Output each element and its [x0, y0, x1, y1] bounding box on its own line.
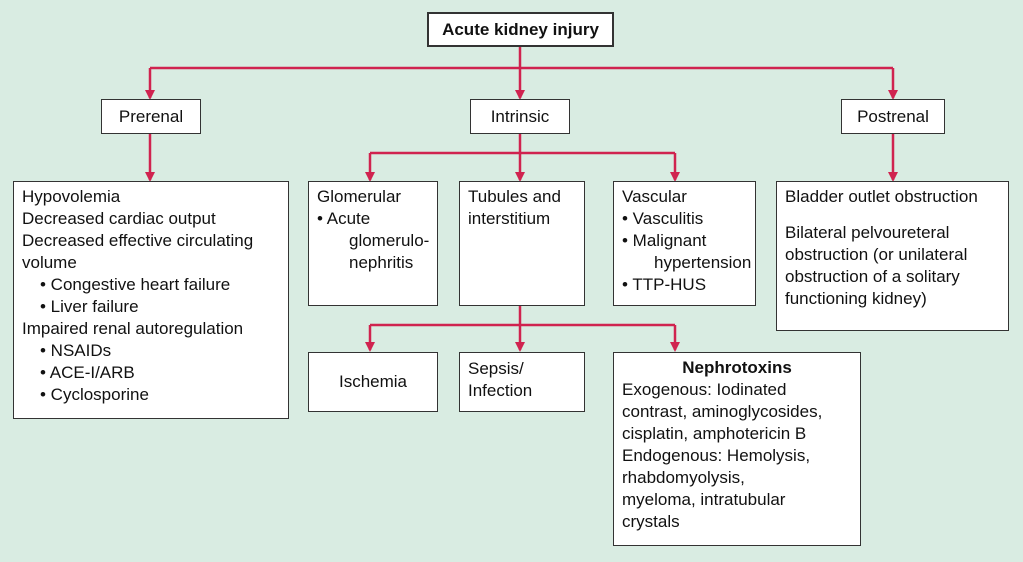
prerenal-item: Impaired renal autoregulation: [22, 319, 244, 338]
prerenal-item: Hypovolemia: [22, 187, 121, 206]
nephrotoxins-box: Nephrotoxins Exogenous: Iodinated contra…: [613, 352, 861, 546]
postrenal-detail-box: Bladder outlet obstruction Bilateral pel…: [776, 181, 1009, 331]
vascular-title: Vascular: [622, 187, 687, 206]
sepsis-label: Sepsis/: [468, 359, 524, 378]
nephrotoxins-item: contrast, aminoglycosides,: [622, 402, 823, 421]
vascular-item: • Malignant: [622, 231, 707, 250]
nephrotoxins-item: cisplatin, amphotericin B: [622, 424, 807, 443]
intrinsic-label: Intrinsic: [490, 106, 550, 126]
sepsis-label: Infection: [468, 381, 533, 400]
prerenal-detail-box: Hypovolemia Decreased cardiac output Dec…: [13, 181, 289, 419]
prerenal-subitem: • Congestive heart failure: [40, 275, 231, 294]
postrenal-item: Bilateral pelvoureteral: [785, 223, 950, 242]
glomerular-item-cont: nephritis: [349, 253, 414, 272]
prerenal-subitem: • Liver failure: [40, 297, 139, 316]
root-node: Acute kidney injury: [427, 12, 614, 47]
postrenal-item: Bladder outlet obstruction: [785, 187, 978, 206]
postrenal-item: obstruction of a solitary: [785, 267, 960, 286]
glomerular-item-cont: glomerulo-: [349, 231, 430, 250]
prerenal-item: volume: [22, 253, 77, 272]
root-label: Acute kidney injury: [442, 19, 599, 39]
postrenal-node: Postrenal: [841, 99, 945, 134]
sepsis-box: Sepsis/ Infection: [459, 352, 585, 412]
nephrotoxins-item: Exogenous: Iodinated: [622, 380, 787, 399]
vascular-item: • TTP-HUS: [622, 275, 707, 294]
tubules-label: Tubules and: [468, 187, 561, 206]
nephrotoxins-item: rhabdomyolysis,: [622, 468, 745, 487]
glomerular-title: Glomerular: [317, 187, 402, 206]
vascular-item: • Vasculitis: [622, 209, 704, 228]
vascular-box: Vascular • Vasculitis • Malignant hypert…: [613, 181, 756, 306]
nephrotoxins-item: myeloma, intratubular: [622, 490, 786, 509]
prerenal-item: Decreased effective circulating: [22, 231, 254, 250]
nephrotoxins-item: Endogenous: Hemolysis,: [622, 446, 811, 465]
prerenal-item: Decreased cardiac output: [22, 209, 216, 228]
postrenal-item: obstruction (or unilateral: [785, 245, 968, 264]
prerenal-subitem: • NSAIDs: [40, 341, 112, 360]
nephrotoxins-title: Nephrotoxins: [682, 358, 792, 377]
nephrotoxins-item: crystals: [622, 512, 680, 531]
glomerular-item: • Acute: [317, 209, 371, 228]
ischemia-box: Ischemia: [308, 352, 438, 412]
tubules-label: interstitium: [468, 209, 551, 228]
postrenal-label: Postrenal: [857, 106, 929, 126]
ischemia-label: Ischemia: [338, 372, 408, 391]
intrinsic-node: Intrinsic: [470, 99, 570, 134]
prerenal-node: Prerenal: [101, 99, 201, 134]
vascular-item-cont: hypertension: [654, 253, 752, 272]
postrenal-item: functioning kidney): [785, 289, 927, 308]
prerenal-label: Prerenal: [118, 106, 184, 126]
prerenal-subitem: • ACE-I/ARB: [40, 363, 135, 382]
prerenal-subitem: • Cyclosporine: [40, 385, 149, 404]
glomerular-box: Glomerular • Acute glomerulo- nephritis: [308, 181, 438, 306]
tubules-box: Tubules and interstitium: [459, 181, 585, 306]
